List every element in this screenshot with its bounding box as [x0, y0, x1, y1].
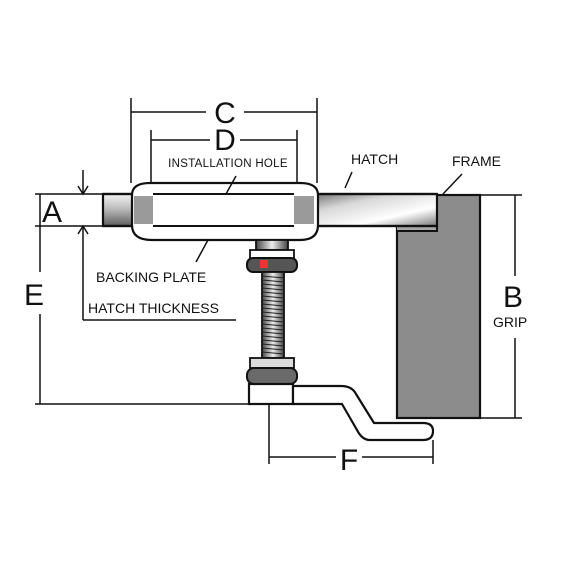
stud-thread: [261, 275, 285, 355]
thread-line: [261, 347, 285, 351]
backing-plate-label: BACKING PLATE: [96, 269, 206, 285]
dimension-label-e: E: [24, 279, 44, 312]
thread-line: [261, 291, 285, 295]
frame: [395, 193, 482, 420]
thread-line: [261, 299, 285, 303]
cam-arm: [291, 384, 435, 442]
dimension-label-d: D: [214, 124, 236, 157]
dimension-lines: [35, 98, 522, 464]
grip-label: GRIP: [493, 314, 527, 330]
labels: C D INSTALLATION HOLE HATCH FRAME A E BA…: [24, 97, 527, 477]
dimension-label-b: B: [503, 281, 523, 314]
thread-line: [261, 275, 285, 279]
thread-line: [261, 335, 285, 339]
dimension-label-c: C: [214, 97, 236, 130]
thread-line: [261, 311, 285, 315]
dimension-label-a: A: [42, 196, 62, 229]
thread-line: [261, 283, 285, 287]
thread-line: [261, 327, 285, 331]
frame-label: FRAME: [452, 153, 501, 169]
thread-line: [261, 279, 285, 283]
latch-stud: [246, 239, 298, 359]
dimension-label-f: F: [340, 444, 358, 477]
lock-nut: [246, 357, 298, 406]
thread-line: [261, 343, 285, 347]
installation-hole-label: INSTALLATION HOLE: [168, 158, 288, 170]
thread-line: [261, 351, 285, 355]
thread-line: [261, 315, 285, 319]
hatch-label: HATCH: [351, 151, 398, 167]
thread-line: [261, 303, 285, 307]
thread-line: [261, 319, 285, 323]
latch-body: [130, 181, 320, 242]
thread-line: [261, 323, 285, 327]
thread-line: [261, 331, 285, 335]
hatch-thickness-label: HATCH THICKNESS: [88, 300, 219, 316]
thread-line: [261, 339, 285, 343]
thread-line: [261, 295, 285, 299]
thread-line: [261, 307, 285, 311]
thread-line: [261, 287, 285, 291]
